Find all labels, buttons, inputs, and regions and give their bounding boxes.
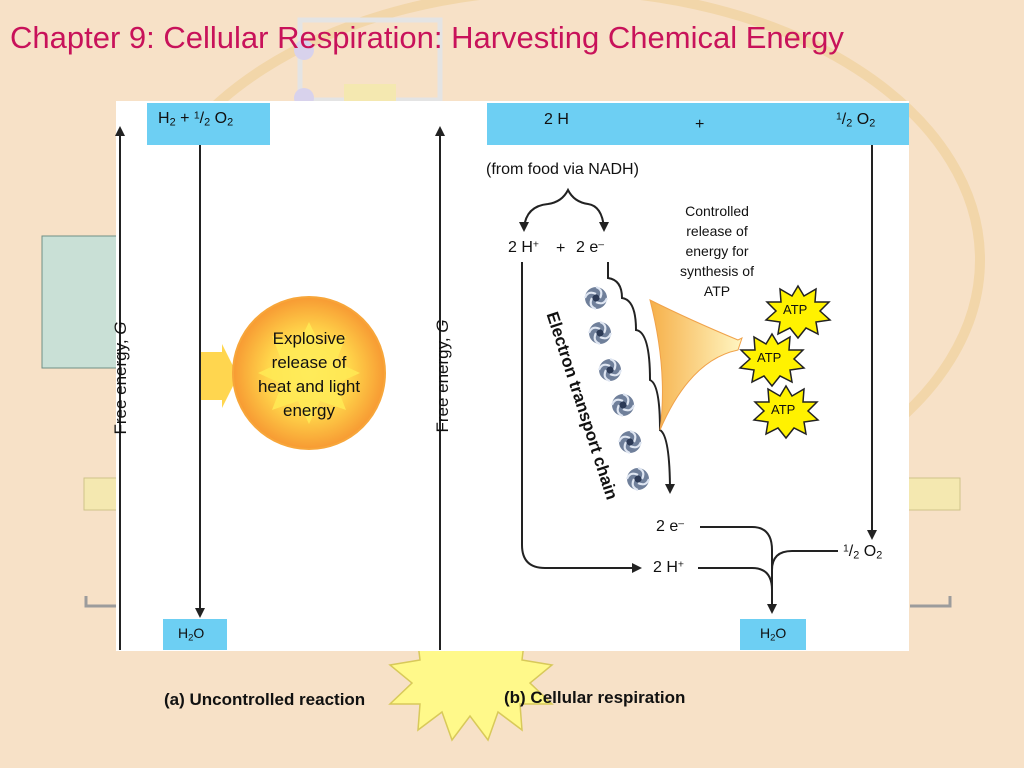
- watermark-star: [388, 630, 554, 742]
- half-denominator: 2: [204, 116, 211, 129]
- plus-sign: +: [180, 110, 190, 127]
- explosion-line: heat and light: [257, 377, 361, 396]
- watermark-chip: [344, 84, 396, 104]
- water-h-subscript: 2: [188, 632, 194, 644]
- product-box-b: [740, 619, 806, 650]
- reactants-box-a: [147, 103, 270, 145]
- oxygen-subscript: 2: [869, 117, 876, 130]
- watermark-bracket: [84, 596, 120, 608]
- split-plus: +: [556, 240, 566, 257]
- caption-b: (b) Cellular respiration: [504, 688, 686, 707]
- protons-out-label: 2 H+: [653, 559, 684, 577]
- oxygen-subscript: 2: [876, 549, 883, 562]
- oxygen-subscript: 2: [227, 116, 234, 129]
- electron-text: 2 e: [656, 518, 679, 535]
- axis-label-text: Free energy,: [433, 332, 452, 433]
- controlled-line: synthesis of: [680, 263, 754, 279]
- electron-charge: –: [598, 239, 605, 251]
- split-left-protons: 2 H+: [508, 239, 539, 257]
- water-h: H: [760, 625, 771, 641]
- axis-symbol: G: [111, 321, 130, 335]
- axis-label-text: Free energy,: [111, 334, 130, 435]
- water-o: O: [193, 625, 205, 641]
- oxygen-symbol: O: [863, 543, 877, 560]
- hydrogen-symbol: H: [158, 110, 170, 127]
- half-denominator: 2: [846, 117, 853, 130]
- atp-label: ATP: [757, 350, 782, 365]
- slide-title: Chapter 9: Cellular Respiration: Harvest…: [10, 20, 844, 55]
- explosion-line: Explosive: [272, 329, 346, 348]
- water-o: O: [775, 625, 787, 641]
- water-product-a: H2O: [178, 625, 204, 643]
- reactants-box-b: [487, 103, 909, 145]
- atp-label: ATP: [771, 402, 796, 417]
- half-numerator: 1: [193, 110, 200, 122]
- electrons-out-label: 2 e–: [656, 518, 684, 536]
- caption-a: (a) Uncontrolled reaction: [164, 690, 366, 709]
- water-h-subscript: 2: [770, 632, 776, 644]
- electron-charge: –: [678, 518, 685, 530]
- oxygen-symbol: O: [856, 111, 870, 128]
- proton-charge: +: [532, 239, 539, 251]
- half-numerator: 1: [836, 111, 842, 123]
- watermark-bracket: [910, 596, 952, 608]
- controlled-line: energy for: [685, 243, 749, 259]
- top-plus: +: [695, 116, 705, 133]
- split-right-electrons: 2 e–: [576, 239, 604, 257]
- reactants-label-a: H2 + 1/2 O2: [158, 110, 234, 129]
- product-box-a: [163, 619, 227, 650]
- watermark-bar: [907, 477, 961, 511]
- controlled-line: release of: [686, 223, 748, 239]
- half-denominator: 2: [853, 549, 860, 562]
- controlled-line: Controlled: [685, 203, 749, 219]
- top-left-hydrogen: 2 H: [544, 111, 569, 128]
- explosion-line: energy: [283, 401, 335, 420]
- explosion-line: release of: [271, 353, 347, 372]
- electron-text: 2 e: [576, 239, 599, 256]
- watermark-block: [41, 235, 123, 369]
- watermark-dot: [294, 40, 314, 60]
- water-product-b: H2O: [760, 625, 786, 643]
- controlled-line: ATP: [703, 283, 731, 299]
- top-right-oxygen: 1/2 O2: [836, 111, 876, 130]
- proton-text: 2 H: [508, 239, 533, 256]
- half-numerator: 1: [843, 543, 849, 555]
- proton-charge: +: [677, 559, 684, 571]
- free-energy-axis-label-a: Free energy, G: [111, 313, 131, 443]
- water-h: H: [178, 625, 189, 641]
- oxygen-in-label: 1/2 O2: [843, 543, 883, 562]
- oxygen-symbol: O: [214, 110, 228, 127]
- controlled-release-label: Controlled release of energy for synthes…: [662, 201, 772, 301]
- proton-text: 2 H: [653, 559, 678, 576]
- explosion-label: Explosive release of heat and light ener…: [249, 327, 369, 423]
- axis-symbol: G: [433, 319, 452, 333]
- hydrogen-subscript: 2: [169, 116, 176, 129]
- atp-label: ATP: [783, 302, 808, 317]
- free-energy-axis-label-b: Free energy, G: [433, 311, 453, 441]
- source-note: (from food via NADH): [486, 161, 639, 178]
